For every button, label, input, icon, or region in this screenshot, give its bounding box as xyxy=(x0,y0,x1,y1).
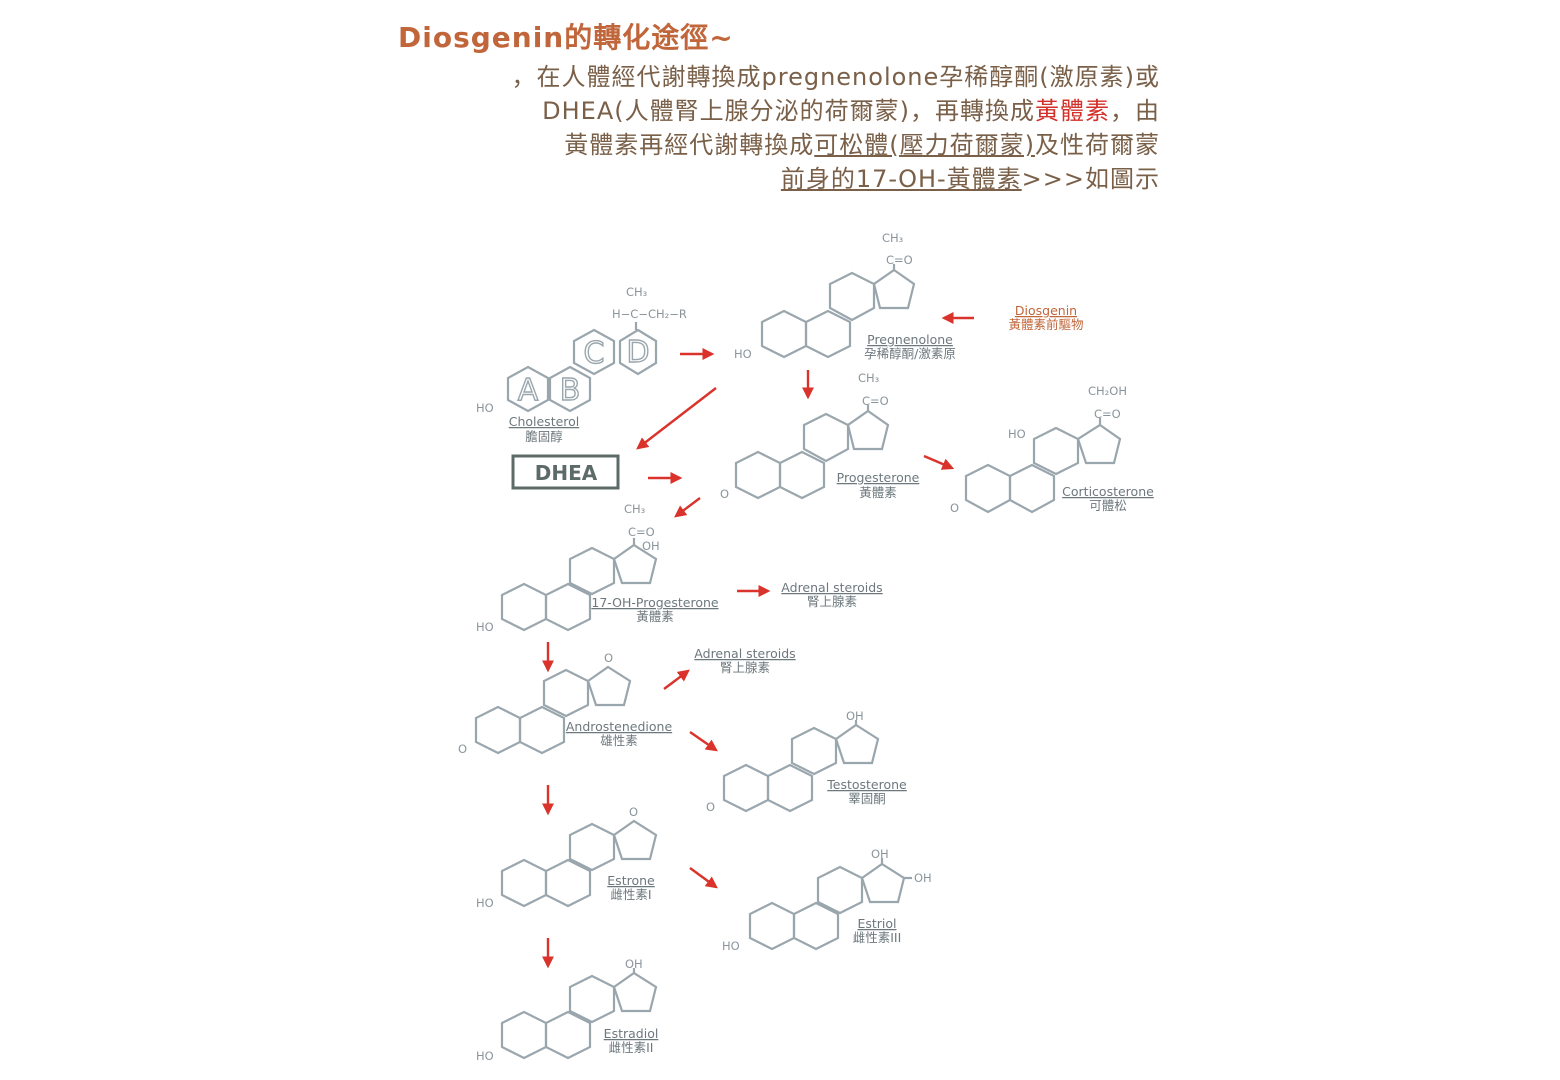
estrone-molecule: O HO Estrone 雌性素I xyxy=(476,805,658,910)
cholesterol-ho: HO xyxy=(476,401,494,415)
corticosterone-o: O xyxy=(950,501,959,515)
arrow-androstenedione-testosterone xyxy=(689,731,718,752)
estradiol-molecule: OH HO Estradiol 雌性素II xyxy=(476,957,658,1063)
progesterone-label: Progesterone xyxy=(837,470,920,485)
corticosterone-label-zh: 可體松 xyxy=(1089,498,1127,513)
ring-d-letter: D xyxy=(626,335,649,370)
intro-line-4: 前身的17-OH-黃體素>>>如圖示 xyxy=(400,162,1160,196)
17oh-ho: HO xyxy=(476,620,494,634)
diosgenin-label: Diosgenin xyxy=(1015,303,1077,318)
pregnenolone-ch3: CH₃ xyxy=(882,231,904,245)
testosterone-molecule: OH O Testosterone 睪固酮 xyxy=(706,709,907,814)
intro-line-1: ，在人體經代謝轉換成pregnenolone孕稀醇酮(激原素)或 xyxy=(511,63,1160,91)
intro-line-3-b: 及性荷爾蒙 xyxy=(1035,131,1160,159)
17oh-co: C=O xyxy=(628,525,655,539)
adrenal-steroids-1-label: Adrenal steroids xyxy=(781,580,882,595)
androstenedione-label: Androstenedione xyxy=(566,719,673,734)
estradiol-label-zh: 雌性素II xyxy=(609,1040,654,1055)
highlight-progesterone: 黃體素 xyxy=(1035,97,1110,125)
17oh-oh: OH xyxy=(642,539,660,553)
estrone-label: Estrone xyxy=(607,873,655,888)
testosterone-oh: OH xyxy=(846,709,864,723)
diosgenin-label-group: Diosgenin 黃體素前驅物 xyxy=(1008,303,1083,332)
17oh-progesterone-label: 17-OH-Progesterone xyxy=(591,595,719,610)
intro-line-3-a: 黃體素再經代謝轉換成 xyxy=(564,131,815,159)
adrenal-steroids-1-label-zh: 腎上腺素 xyxy=(807,594,857,609)
estriol-molecule: OH OH HO Estriol 雌性素III xyxy=(722,847,932,953)
progesterone-label-zh: 黃體素 xyxy=(859,485,897,500)
corticosterone-label: Corticosterone xyxy=(1062,484,1154,499)
progesterone-ch3: CH₃ xyxy=(858,371,880,385)
estriol-top-oh: OH xyxy=(871,847,889,861)
cholesterol-chain: H−C−CH₂−R xyxy=(612,307,687,321)
estradiol-oh: OH xyxy=(625,957,643,971)
arrow-to-17oh xyxy=(674,497,701,518)
androstenedione-top-o: O xyxy=(604,651,613,665)
page-title: Diosgenin的轉化途徑~ xyxy=(398,21,734,54)
estriol-side-oh: OH xyxy=(914,871,932,885)
progesterone-molecule: CH₃ C=O O Progesterone 黃體素 xyxy=(720,371,920,501)
corticosterone-ho: HO xyxy=(1008,427,1026,441)
17oh-progesterone-label-zh: 黃體素 xyxy=(636,609,674,624)
estriol-label: Estriol xyxy=(857,916,896,931)
ring-a-letter: A xyxy=(518,373,539,408)
estriol-ho: HO xyxy=(722,939,740,953)
pregnenolone-ho: HO xyxy=(734,347,752,361)
corticosterone-molecule: CH₂OH C=O HO O Corticosterone 可體松 xyxy=(950,384,1154,515)
diosgenin-label-zh: 黃體素前驅物 xyxy=(1008,317,1083,332)
pregnenolone-molecule: CH₃ C=O HO Pregnenolone 孕稀醇酮/激素原 xyxy=(734,231,956,361)
estrone-label-zh: 雌性素I xyxy=(610,887,651,902)
underline-17oh: 前身的17-OH-黃體素 xyxy=(780,165,1022,193)
cholesterol-molecule: A B C D CH₃ H−C−CH₂−R HO Cholesterol 膽固醇 xyxy=(476,285,687,444)
cholesterol-label-zh: 膽固醇 xyxy=(525,429,563,444)
cholesterol-ch3: CH₃ xyxy=(626,285,648,299)
arrow-androstenedione-adrenal xyxy=(663,669,690,690)
dhea-box: DHEA xyxy=(511,454,620,490)
androstenedione-label-zh: 雄性素 xyxy=(600,733,638,748)
ring-b-letter: B xyxy=(560,373,581,408)
testosterone-label-zh: 睪固酮 xyxy=(848,791,886,806)
pregnenolone-co: C=O xyxy=(886,253,913,267)
ring-c-letter: C xyxy=(584,336,605,371)
estriol-label-zh: 雌性素III xyxy=(853,930,902,945)
pregnenolone-label: Pregnenolone xyxy=(867,332,953,347)
androstenedione-molecule: O O Androstenedione 雄性素 xyxy=(458,651,672,756)
intro-line-2-a: DHEA(人體腎上腺分泌的荷爾蒙)，再轉換成 xyxy=(542,97,1035,125)
estradiol-ho: HO xyxy=(476,1049,494,1063)
estrone-top-o: O xyxy=(629,805,638,819)
corticosterone-co: C=O xyxy=(1094,407,1121,421)
arrow-pregnenolone-dhea xyxy=(636,387,717,450)
cholesterol-label: Cholesterol xyxy=(509,414,580,429)
progesterone-co: C=O xyxy=(862,394,889,408)
intro-paragraph: ，在人體經代謝轉換成pregnenolone孕稀醇酮(激原素)或 DHEA(人體… xyxy=(400,60,1160,196)
corticosterone-ch2oh: CH₂OH xyxy=(1088,384,1127,398)
arrow-estrone-estriol xyxy=(689,867,718,889)
estradiol-label: Estradiol xyxy=(604,1026,659,1041)
testosterone-o: O xyxy=(706,800,715,814)
androstenedione-o: O xyxy=(458,742,467,756)
dhea-label: DHEA xyxy=(535,461,598,485)
pathway-arrows xyxy=(542,312,974,969)
adrenal-steroids-2-label: Adrenal steroids xyxy=(694,646,795,661)
testosterone-label: Testosterone xyxy=(826,777,907,792)
intro-line-3: 黃體素再經代謝轉換成可松體(壓力荷爾蒙)及性荷爾蒙 xyxy=(400,128,1160,162)
17oh-ch3: CH₃ xyxy=(624,502,646,516)
estrone-ho: HO xyxy=(476,896,494,910)
adrenal-steroids-2: Adrenal steroids 腎上腺素 xyxy=(694,646,795,675)
arrow-progesterone-corticosterone xyxy=(923,454,955,470)
underline-cortisol: 可松體(壓力荷爾蒙) xyxy=(814,131,1035,159)
intro-line-2-b: ，由 xyxy=(1110,97,1160,125)
17oh-progesterone-molecule: CH₃ C=O OH HO 17-OH-Progesterone 黃體素 xyxy=(476,502,719,634)
pregnenolone-label-zh: 孕稀醇酮/激素原 xyxy=(864,346,956,361)
adrenal-steroids-2-label-zh: 腎上腺素 xyxy=(720,660,770,675)
intro-line-4-b: >>>如圖示 xyxy=(1021,165,1160,193)
adrenal-steroids-1: Adrenal steroids 腎上腺素 xyxy=(781,580,882,609)
intro-line-2: DHEA(人體腎上腺分泌的荷爾蒙)，再轉換成黃體素，由 xyxy=(400,94,1160,128)
progesterone-o: O xyxy=(720,487,729,501)
